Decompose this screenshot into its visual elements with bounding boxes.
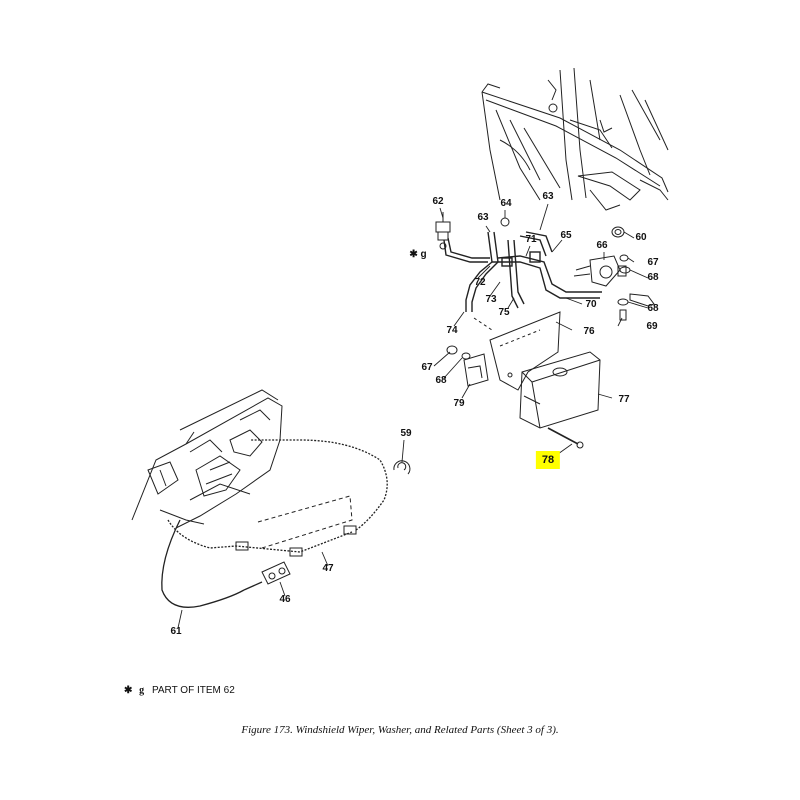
- callout-77: 77: [618, 394, 630, 405]
- callout-61: 61: [170, 626, 182, 637]
- callout-67-left: 67: [421, 362, 433, 373]
- callout-62: 62: [432, 196, 444, 207]
- panel-outline: [257, 495, 353, 549]
- callout-63-right: 63: [542, 191, 554, 202]
- lower-engine-area-drawing: [131, 389, 283, 529]
- footnote-text: PART OF ITEM 62: [151, 685, 235, 696]
- callout-71: 71: [525, 234, 537, 245]
- part-47-cable: [167, 439, 388, 553]
- callout-g-note-marker: ✱ g: [409, 249, 427, 260]
- figure-caption: Figure 173. Windshield Wiper, Washer, an…: [241, 724, 559, 736]
- washer-tubing: [443, 231, 602, 312]
- callout-64: 64: [500, 198, 512, 209]
- part-77-reservoir: [519, 351, 601, 429]
- part-60-grommet: [611, 226, 625, 238]
- part-64-fitting: [500, 217, 510, 227]
- callout-63-left: 63: [477, 212, 489, 223]
- callout-76: 76: [583, 326, 595, 337]
- part-76-bracket: [473, 311, 561, 391]
- callout-75: 75: [498, 307, 510, 318]
- callout-66: 66: [596, 240, 608, 251]
- footnote: ✱ g PART OF ITEM 62: [124, 685, 235, 696]
- callout-78-highlighted: 78: [535, 451, 561, 469]
- callout-68-left: 68: [435, 375, 447, 386]
- part-46-connector: [261, 561, 291, 585]
- part-59-clip-ring: [393, 460, 411, 475]
- footnote-letter: g: [139, 685, 145, 696]
- callout-68-right-lower: 68: [647, 303, 659, 314]
- callout-60: 60: [635, 232, 647, 243]
- footnote-asterisk-icon: ✱: [124, 685, 133, 696]
- callout-74: 74: [446, 325, 458, 336]
- callout-73: 73: [485, 294, 497, 305]
- part-61-cable: [161, 519, 263, 608]
- fasteners-right: [617, 254, 655, 321]
- callout-67-right: 67: [647, 257, 659, 268]
- callout-59: 59: [400, 428, 412, 439]
- callout-69: 69: [646, 321, 658, 332]
- part-66-pump: [573, 255, 627, 287]
- cable-connector: [343, 525, 357, 535]
- callout-65: 65: [560, 230, 572, 241]
- fasteners-left: [446, 345, 471, 360]
- callout-70: 70: [585, 299, 597, 310]
- vehicle-body-drawing: [481, 67, 669, 211]
- part-78-screw: [547, 427, 584, 449]
- part-79-clip: [463, 353, 489, 387]
- callout-72: 72: [474, 277, 486, 288]
- callout-46: 46: [279, 594, 291, 605]
- callout-79: 79: [453, 398, 465, 409]
- callout-68-right-upper: 68: [647, 272, 659, 283]
- callout-47: 47: [322, 563, 334, 574]
- leader-lines: [177, 203, 649, 629]
